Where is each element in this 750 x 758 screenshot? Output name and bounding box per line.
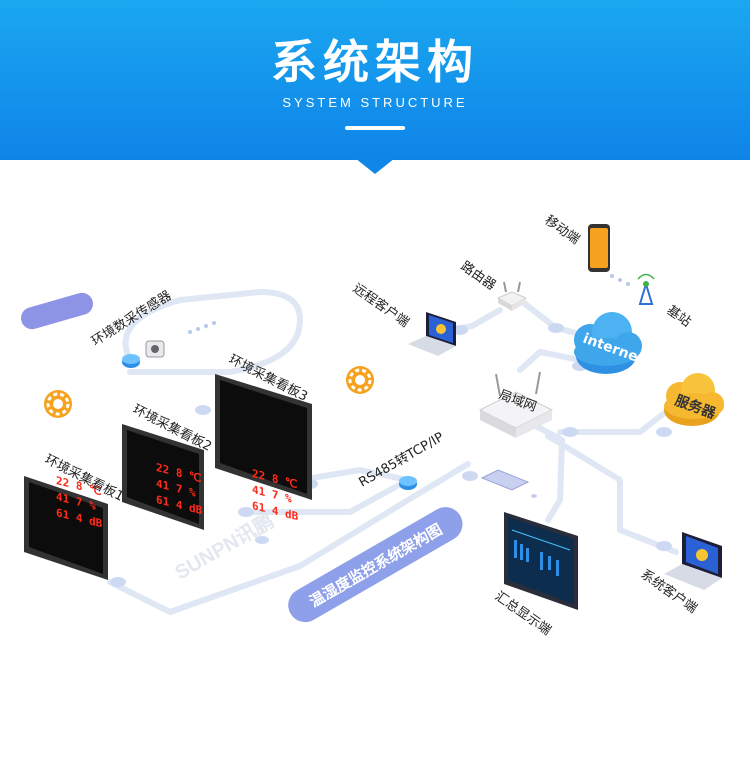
- header-banner: [0, 0, 750, 160]
- converter-device: [399, 476, 417, 490]
- sensor-device: [122, 340, 165, 368]
- decor-pill: [21, 292, 93, 330]
- dotted-trail: [188, 321, 216, 334]
- router-device: [496, 281, 528, 311]
- connection-lines: [107, 289, 679, 615]
- dotted-trail: [610, 274, 630, 286]
- system-client-laptop: [664, 532, 722, 590]
- mobile-phone: [588, 224, 610, 272]
- gear-icon: [346, 366, 374, 394]
- led-board-2: 22 8 ℃ 41 7 % 61 4 dB: [122, 424, 204, 530]
- keyboard-icon: [480, 469, 537, 498]
- led-board-3: 22 8 ℃ 41 7 % 61 4 dB: [215, 374, 312, 523]
- server-cloud-icon: [664, 373, 724, 426]
- banner-notch: [355, 158, 395, 174]
- gear-icon: [44, 390, 72, 418]
- lan-switch: [478, 371, 554, 438]
- led-board-1: 22 8 ℃ 41 7 % 61 4 dB: [24, 474, 108, 580]
- remote-client-label: 远程客户端: [350, 280, 412, 330]
- router-label: 路由器: [458, 258, 499, 293]
- caption-text: 温湿度监控系统架构图: [306, 520, 445, 611]
- remote-client-laptop: [408, 312, 456, 356]
- sensor-label: 环境数采传感器: [89, 288, 175, 350]
- summary-display: [504, 512, 578, 610]
- page-title: 系统架构: [271, 35, 479, 89]
- cloud-icon: [574, 312, 642, 374]
- base-station-tower: [637, 273, 655, 305]
- title-underline: [345, 126, 405, 130]
- base-station-label: 基站: [664, 303, 694, 330]
- mobile-label: 移动端: [542, 213, 583, 248]
- page-subtitle: SYSTEM STRUCTURE: [282, 95, 468, 110]
